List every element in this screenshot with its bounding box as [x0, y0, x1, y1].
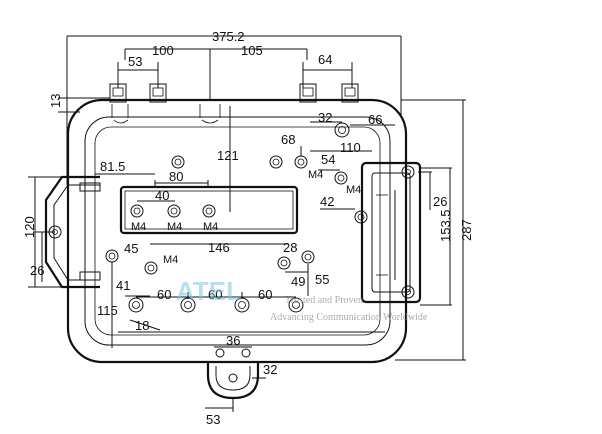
top-right-span-label: 105 [241, 43, 263, 58]
lower-28-label: 28 [283, 240, 297, 255]
lock-36-label: 36 [226, 333, 240, 348]
right-hinge-spacing-label: 64 [318, 52, 332, 67]
right-handle [360, 161, 422, 304]
window-dimensions: 81.5 80 40 121 [95, 106, 239, 212]
left-handle-26-label: 26 [30, 263, 44, 278]
bottom-18-label: 18 [135, 318, 149, 333]
m4-window-label-1: M4 [131, 221, 146, 233]
top-hinge-tab-1 [109, 83, 127, 103]
hole-68-label: 68 [281, 132, 295, 147]
watermark-line2: Advancing Communication Worldwide [270, 312, 428, 323]
lower-49-label: 49 [291, 274, 305, 289]
overall-width-label: 375.2 [212, 29, 245, 44]
top-hinge-tab-3 [299, 83, 317, 103]
side-110-label: 110 [340, 140, 361, 155]
top-span-dimension: 100 105 [124, 43, 308, 100]
hole-54-label: 54 [321, 152, 335, 167]
overall-height-dimension: 287 [395, 99, 474, 361]
window-80-label: 80 [169, 169, 183, 184]
right-hole-m4-upper [334, 171, 348, 185]
top-left-span-label: 100 [152, 43, 174, 58]
overall-width-dimension: 375.2 [66, 29, 402, 185]
center-121-label: 121 [217, 148, 239, 163]
m4-lower-label: M4 [163, 254, 178, 266]
left-handle [44, 175, 101, 289]
right-handle-26-label: 26 [433, 194, 447, 209]
left-handle-120-label: 120 [22, 216, 37, 238]
left-40-label: 40 [155, 188, 169, 203]
lower-41-label: 41 [116, 278, 130, 293]
overall-height-label: 287 [459, 219, 474, 241]
lower-146-label: 146 [208, 240, 230, 255]
upper-right-dimensions: 32 66 68 110 54 M4 M4 42 [281, 110, 395, 210]
m4-right-label-1: M4 [308, 169, 323, 181]
m4-window-label-2: M4 [167, 221, 182, 233]
watermark-logo: ATEL [176, 276, 242, 306]
corner-hole-32-label: 32 [318, 110, 332, 125]
window-hole-2 [167, 204, 181, 218]
right-hinge-spacing-dimension: 64 [302, 52, 353, 88]
enclosure-body [66, 98, 408, 364]
top-hinge-tab-4 [341, 83, 359, 103]
left-hinge-spacing-dimension: 53 [117, 54, 159, 88]
lower-hole-45 [105, 249, 119, 263]
gland-4 [288, 297, 304, 313]
window-hole-1 [130, 204, 144, 218]
corner-offset-66-label: 66 [368, 112, 382, 127]
corner-hole-right [334, 122, 350, 138]
bottom-lock: 36 32 53 [205, 333, 277, 427]
gland-60-b-label: 60 [208, 287, 222, 302]
lock-32-label: 32 [263, 362, 277, 377]
upper-hole-left [171, 155, 185, 169]
width-81-5-label: 81.5 [100, 159, 125, 174]
gland-60-c-label: 60 [258, 287, 272, 302]
left-115-label: 115 [97, 303, 118, 318]
upper-hole-68 [294, 155, 308, 169]
lower-hole-28 [277, 256, 291, 270]
upper-hole-center [269, 155, 283, 169]
m4-window-label-3: M4 [203, 221, 218, 233]
center-window [119, 180, 299, 235]
lower-45-label: 45 [124, 241, 138, 256]
height-153-label: 153.5 [438, 209, 453, 242]
bottom-53-label: 53 [206, 412, 220, 427]
left-hinge-spacing-label: 53 [128, 54, 142, 69]
gland-60-a-label: 60 [157, 287, 171, 302]
gland-1 [128, 297, 144, 313]
left-handle-dimension: 120 26 [22, 176, 62, 288]
gland-dimensions: 60 60 60 115 18 [97, 287, 385, 333]
m4-right-label-2: M4 [346, 184, 361, 196]
lower-hole-55 [301, 250, 315, 264]
top-offset-label: 13 [48, 94, 63, 108]
right-42-label: 42 [320, 194, 334, 209]
lower-dimensions: 45 146 28 M4 41 49 55 [111, 240, 329, 348]
top-hinge-tab-2 [149, 83, 167, 103]
watermark: ATEL Trusted and Proven Advancing Commun… [176, 276, 428, 323]
right-handle-dimension: 26 [418, 171, 447, 210]
height-153-dimension: 153.5 [420, 167, 453, 306]
watermark-line1: Trusted and Proven [285, 295, 363, 306]
lower-hole-m4 [144, 261, 158, 275]
lower-55-label: 55 [315, 272, 329, 287]
window-hole-3 [202, 204, 216, 218]
